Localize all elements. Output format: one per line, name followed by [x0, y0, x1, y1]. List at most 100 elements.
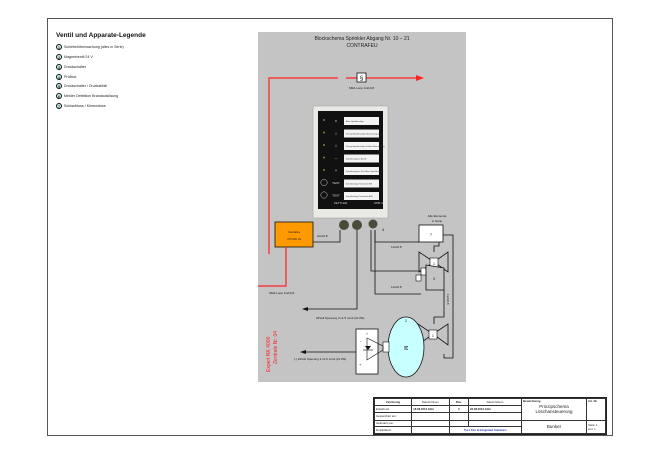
panel-symbol-icon: △ — [335, 131, 338, 135]
panel-label-plate — [344, 192, 379, 200]
status-led — [323, 131, 325, 134]
zentrale-label: Zentrale Nr. 04 — [273, 331, 279, 364]
cable-gland — [339, 220, 349, 230]
status-led — [323, 156, 325, 159]
test-button[interactable] — [320, 191, 328, 199]
svg-text:+: + — [359, 362, 362, 367]
diagram-svg: § SMA Loop 1x2x0,8 ▲ Alarm Sprinkleranlag… — [258, 72, 454, 378]
panel-label-plate — [344, 142, 379, 150]
panel-symbol-icon: ▲ — [335, 119, 338, 123]
panel-label-text: Sprinkleranlage Testschalter EIN — [346, 182, 373, 185]
block-diagram: Blockschema Sprinkler Abgang Nr. 10 – 21… — [258, 32, 466, 382]
tb-header: Datum/Visum — [411, 397, 450, 407]
panel-symbol-icon: — — [335, 156, 338, 160]
cable-label: 1x2x0,8 — [446, 294, 450, 305]
panel-label-text: Alarm Sprinkleranlage — [346, 120, 364, 123]
legend-number: 6 — [56, 93, 62, 99]
cable-label: 2x2x0,8 — [317, 234, 328, 238]
tb-label: Gespeichert am: — [373, 412, 413, 421]
legend-title: Ventil und Apparate-Legende — [56, 32, 146, 39]
legend-number: 1 — [56, 44, 62, 50]
panel-label-text: Sprinkleranlage in Test / Alarm Sprinkle… — [346, 170, 383, 173]
panel-label-plate — [344, 179, 379, 188]
diagram-subtitle: CONTRAFEU — [346, 43, 378, 49]
status-led — [323, 144, 325, 146]
tb-label: Erstellt am: — [373, 405, 413, 414]
alle-elemente-label: Alle Elemente — [428, 214, 447, 218]
panel-label-text: Störung Sprinkleranlage Schieber/Überwac… — [346, 145, 384, 148]
label-4: 4 — [382, 227, 385, 232]
pressure-switch-3-icon: 3 — [415, 264, 445, 291]
label-7: 7 — [430, 232, 433, 237]
panel-label-text: Störung Sprinkleranlage Überwachung gest… — [346, 132, 383, 135]
tb-header: Rev. — [448, 397, 470, 407]
legend-label: Melder Detektion Brandauslösung — [64, 94, 119, 98]
location-label: Bunker — [521, 419, 587, 435]
diagram-title: Blockschema Sprinkler Abgang Nr. 10 – 21 — [314, 36, 410, 42]
legend-label: Magnetventil 24 V — [64, 55, 93, 59]
panel-label-plate — [344, 167, 379, 175]
legend-label: Druckschalter / Druckabfall — [64, 84, 107, 88]
legend-label: Prüfbox — [64, 75, 77, 79]
legend-label: Schieberüberwachung (alles in Serie) — [64, 45, 124, 49]
panel-symbol-icon: ⚠ — [335, 144, 338, 148]
legend-number: 5 — [56, 83, 62, 89]
sma-top-label: SMA Loop 1x2x0,8 — [349, 86, 375, 90]
orange-box-label: Contrafeu — [288, 230, 301, 234]
panel-symbol-icon: TEST — [332, 194, 340, 198]
cable-label: 1x2x0,8 — [391, 245, 402, 249]
tb-label: Druckdatum: — [373, 426, 413, 434]
svg-text:7: 7 — [366, 332, 368, 336]
drawing-subtitle: Löschansteuerung — [535, 409, 573, 414]
svg-text:-: - — [360, 338, 362, 343]
panel-label-text: Sprinkleranlage in Betrieb — [346, 157, 367, 160]
tb-header: Datum/Visum — [468, 397, 522, 407]
cable-gland — [368, 219, 378, 229]
legend-number: 7 — [56, 103, 62, 109]
svg-text:1: 1 — [432, 334, 434, 338]
tb-value: 3 — [448, 405, 470, 414]
sma-left-label: SMA Loop 1x2x0,8 — [269, 291, 295, 295]
status-led — [323, 119, 325, 121]
legend-number: 4 — [56, 74, 62, 80]
label-2: 2 — [405, 319, 407, 323]
test-button[interactable] — [320, 179, 328, 186]
tb-artnr: Art. Nr. — [586, 398, 606, 421]
sma-module-icon — [356, 72, 367, 83]
valve-1-icon: 1 — [418, 251, 449, 273]
contrafeu-box — [274, 221, 314, 248]
motor-label: M — [402, 346, 408, 350]
panel-label-plate — [344, 129, 379, 138]
tb-header: Zeichnung — [373, 397, 413, 407]
svg-text:1: 1 — [433, 262, 435, 266]
page-frame — [47, 18, 613, 436]
tb-value: 18.08.2012 GHü — [411, 405, 450, 414]
legend-number: 3 — [56, 64, 62, 70]
title-block: Zeichnung Datum/Visum Rev. Datum/Visum B… — [373, 397, 607, 435]
panel-label-plate — [344, 154, 379, 163]
voltage-label: (-) 24Volt Spesung 3 x1.5 mm2 (2L PE) — [294, 357, 346, 361]
tb-title-cell: Bezeichnung Prinzipschema Löschansteueru… — [521, 398, 587, 421]
panel-model: SPB-4 — [374, 201, 383, 205]
svg-text:§: § — [360, 76, 363, 82]
alle-elemente-label: in Serie — [432, 219, 443, 223]
panel-label-text: Sprinkleranlage Testschalter AUS — [346, 195, 373, 198]
legend-label: Schlaufdose / Klemmdose — [64, 104, 106, 108]
legend-label: Druckschalter — [64, 65, 86, 69]
drawing-title: Prinzipschema — [539, 404, 569, 409]
junction-box-7 — [418, 224, 444, 243]
red-loop-line — [268, 77, 338, 254]
status-led — [323, 169, 325, 171]
panel-brand: ZETTLER — [334, 201, 348, 205]
legend-number: 2 — [56, 54, 62, 60]
orange-box-code: 470 020 02 — [287, 237, 301, 241]
arrow-right-icon — [416, 75, 424, 81]
